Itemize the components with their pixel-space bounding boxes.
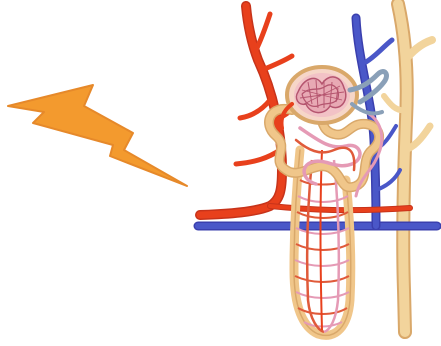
collecting-duct: [384, 4, 432, 332]
lightning-bolt-icon: [8, 85, 187, 186]
nephron-icon: [198, 4, 437, 335]
